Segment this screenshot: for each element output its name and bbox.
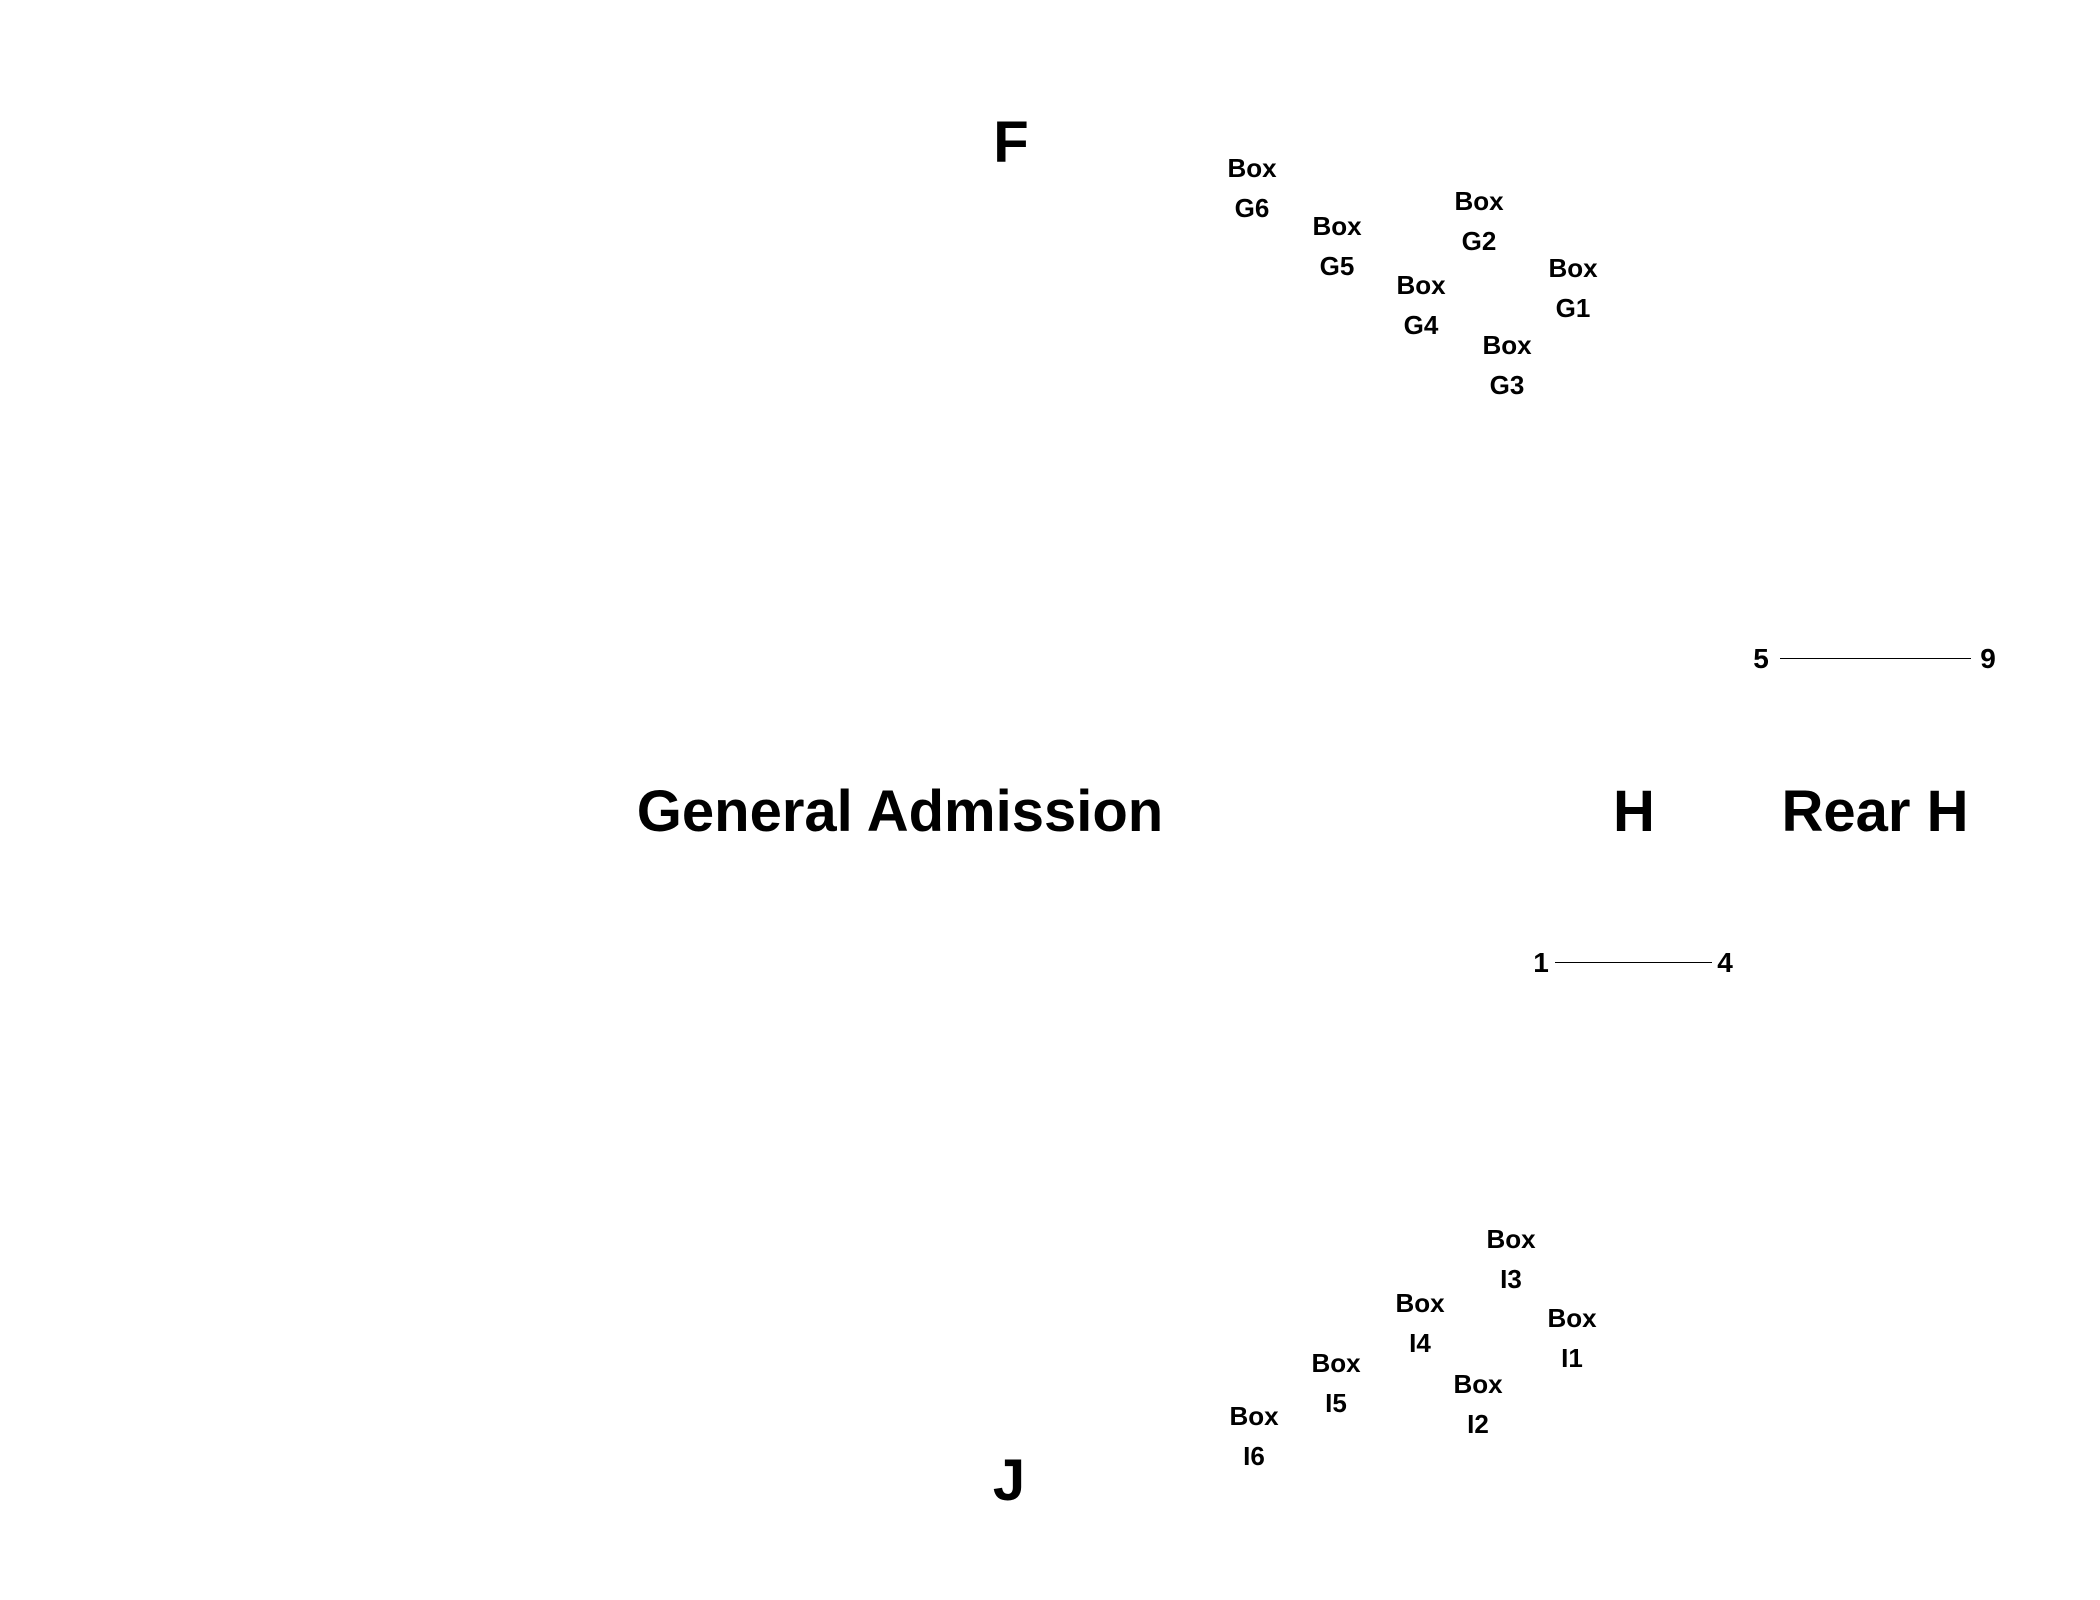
box-word: Box	[1229, 1401, 1279, 1431]
box-code: I3	[1500, 1264, 1522, 1294]
box-i1[interactable]: Box I1	[1547, 1298, 1596, 1378]
box-word: Box	[1486, 1224, 1536, 1254]
section-general-admission[interactable]: General Admission	[636, 779, 1164, 844]
box-code: G5	[1319, 251, 1355, 281]
box-code: G3	[1489, 370, 1525, 400]
box-i5[interactable]: Box I5	[1311, 1343, 1360, 1423]
box-g1[interactable]: Box G1	[1548, 248, 1597, 328]
box-code: I6	[1243, 1441, 1265, 1471]
section-rear-h[interactable]: Rear H	[1781, 779, 1969, 844]
row-range-lower-end: 4	[1717, 947, 1733, 978]
box-code: I2	[1467, 1409, 1489, 1439]
section-h[interactable]: H	[1613, 779, 1655, 844]
box-code: G6	[1234, 193, 1270, 223]
box-i2[interactable]: Box I2	[1453, 1364, 1502, 1444]
box-code: G1	[1555, 293, 1591, 323]
row-range-lower-line	[1555, 962, 1712, 963]
row-range-lower-start: 1	[1533, 947, 1549, 978]
box-i3[interactable]: Box I3	[1486, 1219, 1535, 1299]
box-word: Box	[1227, 153, 1277, 183]
box-code: G2	[1461, 226, 1497, 256]
box-g3[interactable]: Box G3	[1482, 325, 1531, 405]
box-g6[interactable]: Box G6	[1227, 148, 1276, 228]
box-code: I1	[1561, 1343, 1583, 1373]
box-word: Box	[1453, 1369, 1503, 1399]
box-word: Box	[1312, 211, 1362, 241]
box-code: I5	[1325, 1388, 1347, 1418]
box-code: G4	[1403, 310, 1439, 340]
row-range-upper-line	[1780, 658, 1971, 659]
box-g2[interactable]: Box G2	[1454, 181, 1503, 261]
row-range-upper-start: 5	[1753, 643, 1769, 674]
box-i6[interactable]: Box I6	[1229, 1396, 1278, 1476]
box-word: Box	[1548, 253, 1598, 283]
box-code: I4	[1409, 1328, 1431, 1358]
box-word: Box	[1395, 1288, 1445, 1318]
box-word: Box	[1454, 186, 1504, 216]
box-g4[interactable]: Box G4	[1396, 265, 1445, 345]
box-i4[interactable]: Box I4	[1395, 1283, 1444, 1363]
box-word: Box	[1311, 1348, 1361, 1378]
box-word: Box	[1482, 330, 1532, 360]
section-f[interactable]: F	[993, 110, 1029, 175]
box-g5[interactable]: Box G5	[1312, 206, 1361, 286]
row-range-upper-end: 9	[1980, 643, 1996, 674]
box-word: Box	[1396, 270, 1446, 300]
box-word: Box	[1547, 1303, 1597, 1333]
section-j[interactable]: J	[992, 1448, 1026, 1513]
